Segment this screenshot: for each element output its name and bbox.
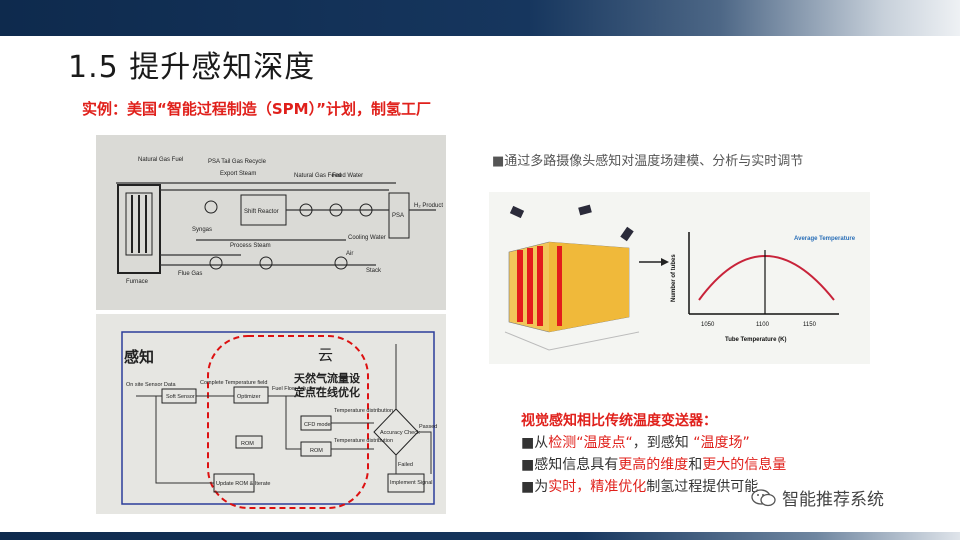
label-on-site: On site Sensor Data: [126, 382, 176, 388]
tick-1100: 1100: [756, 322, 770, 328]
avg-temp-annotation: Average Temperature: [794, 236, 856, 242]
label-cloud-note-1: 天然气流量设: [294, 371, 361, 385]
label-syngas: Syngas: [192, 227, 212, 233]
label-feed-water: Feed Water: [332, 173, 363, 179]
temperature-schematic: Average Temperature Number of tubes Tube…: [489, 192, 870, 364]
chart-xlabel: Tube Temperature (K): [725, 337, 786, 343]
comparison-heading: 视觉感知相比传统温度变送器：: [521, 413, 717, 429]
tick-1150: 1150: [803, 322, 817, 328]
label-stack: Stack: [366, 268, 382, 274]
label-fuel-flow: Fuel Flow Adjustment: [272, 386, 325, 392]
label-rom-1: ROM: [241, 441, 254, 447]
label-export-steam: Export Steam: [220, 171, 256, 177]
camera-icon: [509, 204, 634, 242]
label-cloud-note-2: 定点在线优化: [294, 385, 360, 399]
process-flow-diagram: PSA Tail Gas Recycle Natural Gas Fuel Ex…: [96, 135, 446, 310]
label-temp-dist-2: Temperature distribution: [334, 438, 393, 444]
label-ng-feed: Natural Gas Feed: [294, 173, 341, 179]
label-flue-gas: Flue Gas: [178, 271, 202, 277]
label-cooling-water: Cooling Water: [348, 235, 386, 241]
comparison-line-1: ■从检测“温度点“，到感知 “温度场”: [521, 435, 750, 451]
comparison-line-2: ■感知信息具有更高的维度和更大的信息量: [521, 457, 787, 473]
label-temp-dist-1: Temperature distribution: [334, 408, 393, 414]
chart-ylabel: Number of tubes: [671, 254, 677, 302]
label-furnace: Furnace: [126, 279, 149, 285]
label-implement: Implement Signal: [390, 480, 433, 486]
label-h2-product: H₂ Product: [414, 203, 443, 209]
tick-1050: 1050: [701, 322, 715, 328]
label-soft-sensor: Soft Sensor: [166, 394, 195, 400]
control-loop-diagram: 感知 云 天然气流量设 定点在线优化 On site Sensor Data S…: [96, 314, 446, 514]
header-banner: [0, 0, 960, 36]
label-passed: Passed: [419, 424, 437, 430]
slide-title: 1.5 提升感知深度: [68, 50, 316, 85]
label-complete-field: Complete Temperature field: [200, 380, 267, 386]
label-accuracy-check: Accuracy Check: [380, 430, 420, 436]
label-optimizer: Optimizer: [237, 394, 261, 400]
bullet-camera-sensing: ■通过多路摄像头感知对温度场建模、分析与实时调节: [492, 154, 804, 169]
wechat-watermark: 智能推荐系统: [750, 485, 884, 510]
label-ng-fuel: Natural Gas Fuel: [138, 157, 183, 163]
slide-subtitle: 实例：美国“智能过程制造（SPM）”计划，制氢工厂: [82, 100, 431, 118]
label-psa: PSA: [392, 213, 404, 219]
label-update-rom: Update ROM & Iterate: [216, 481, 270, 487]
comparison-block: 视觉感知相比传统温度变送器： ■从检测“温度点“，到感知 “温度场” ■感知信息…: [521, 410, 786, 498]
label-cfd-model: CFD model: [304, 422, 332, 428]
label-air: Air: [346, 251, 353, 257]
footer-bar: [0, 532, 960, 540]
label-psa-recycle: PSA Tail Gas Recycle: [208, 159, 267, 165]
label-shift-reactor: Shift Reactor: [244, 209, 279, 215]
label-sensing: 感知: [124, 348, 154, 366]
label-process-steam: Process Steam: [230, 243, 271, 249]
label-rom-2: ROM: [310, 448, 323, 454]
comparison-line-3: ■为实时，精准优化制氢过程提供可能: [521, 479, 759, 495]
label-failed: Failed: [398, 462, 413, 468]
watermark-text: 智能推荐系统: [782, 490, 884, 510]
label-cloud: 云: [318, 346, 333, 364]
wechat-icon: [751, 488, 776, 506]
